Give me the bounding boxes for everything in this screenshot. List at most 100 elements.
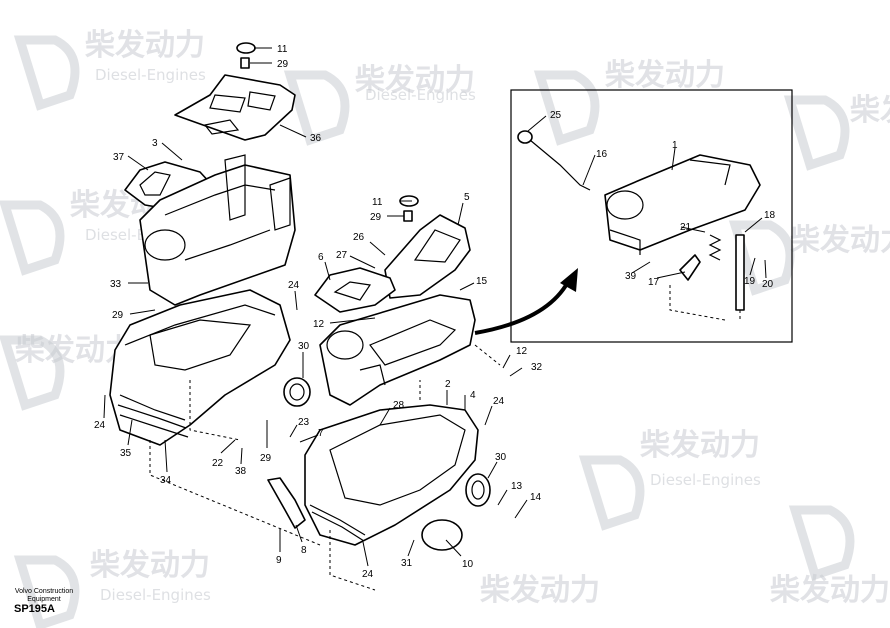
watermark-logo: [13, 555, 80, 628]
watermark-brand: 柴发动力: [850, 93, 890, 128]
console-cover-5: [384, 214, 471, 299]
guide-line: [474, 344, 501, 366]
clamp-ring-30: [465, 473, 491, 507]
callout-1: 1: [672, 140, 678, 151]
left-lower-panel-35: [109, 289, 291, 446]
gas-spring-18: [735, 234, 745, 311]
control-lever-25: [517, 130, 591, 191]
callout-29: 29: [112, 310, 124, 321]
callout-2: 2: [445, 379, 451, 390]
callout-32: 32: [531, 362, 543, 373]
callout-39: 39: [625, 271, 637, 282]
callout-28: 28: [393, 400, 405, 411]
figure-code: SP195A: [14, 603, 55, 615]
guide-line: [669, 285, 726, 321]
detail-inset-frame: [510, 89, 793, 343]
callout-22: 22: [212, 458, 224, 469]
callout-11: 11: [277, 44, 288, 55]
bolt-29: [403, 210, 413, 222]
callout-11: 11: [372, 197, 383, 208]
callout-24: 24: [493, 396, 505, 407]
callout-24: 24: [288, 280, 300, 291]
callout-20: 20: [762, 279, 774, 290]
watermark-logo: [0, 200, 65, 276]
right-console-frame: [319, 294, 476, 406]
callout-27: 27: [336, 250, 348, 261]
callout-25: 25: [550, 110, 562, 121]
top-cover-36: [174, 74, 296, 141]
bracket-17: [679, 254, 701, 281]
callout-5: 5: [464, 192, 470, 203]
watermark-logo: [13, 35, 80, 111]
watermark-brand: 柴发动力: [355, 63, 475, 98]
bracket-8: [267, 477, 306, 529]
callout-8: 8: [301, 545, 307, 556]
footer-brand-line2: Equipment: [27, 596, 61, 603]
callout-19: 19: [744, 276, 756, 287]
callout-30: 30: [298, 341, 310, 352]
clamp-ring-30: [283, 377, 311, 407]
right-lower-panel-2: [304, 404, 479, 546]
callout-34: 34: [160, 475, 172, 486]
watermark-logo: [578, 455, 645, 531]
callout-33: 33: [110, 279, 122, 290]
callout-29: 29: [277, 59, 289, 70]
watermark-brand: 柴发动力: [90, 548, 210, 583]
watermark-logo: [788, 505, 855, 581]
callout-31: 31: [401, 558, 413, 569]
left-console-body-33: [139, 154, 296, 306]
callout-36: 36: [310, 133, 322, 144]
armrest-pad-6: [314, 267, 396, 313]
callout-23: 23: [298, 417, 310, 428]
footer-brand: Volvo Construction Equipment: [4, 588, 84, 604]
watermark-layer: 柴发动力 Diesel-Engines 柴发动力 Diesel-Engines …: [0, 28, 890, 628]
callout-16: 16: [596, 149, 608, 160]
bolt-29: [240, 57, 250, 69]
watermark-logo: [0, 335, 65, 411]
watermark-logo: [283, 70, 350, 146]
guide-line: [189, 380, 241, 441]
guide-line: [329, 530, 376, 591]
leader-lines: [103, 47, 767, 567]
callout-18: 18: [764, 210, 776, 221]
callout-3: 3: [152, 138, 158, 149]
watermark-brand: 柴发动力: [480, 573, 600, 608]
callout-4: 4: [470, 390, 476, 401]
callout-labels: 11 29 36 3 37 33 29 24 24 35 34 22 38 29…: [94, 44, 776, 580]
callout-9: 9: [276, 555, 282, 566]
callout-17: 17: [648, 277, 660, 288]
watermark-brand: 柴发动力: [85, 28, 205, 63]
callout-24: 24: [94, 420, 106, 431]
spring-21: [708, 234, 722, 261]
callout-13: 13: [511, 481, 523, 492]
callout-29: 29: [260, 453, 272, 464]
guide-line: [149, 440, 321, 546]
callout-7: 7: [318, 428, 324, 439]
watermark-logo: [783, 95, 850, 171]
watermark-brand: 柴发动力: [770, 573, 890, 608]
callout-14: 14: [530, 492, 542, 503]
footer-brand-line1: Volvo Construction: [14, 588, 74, 595]
callout-12: 12: [313, 319, 325, 330]
callout-37: 37: [113, 152, 125, 163]
callout-15: 15: [476, 276, 488, 287]
callout-30: 30: [495, 452, 507, 463]
watermark-brand: 柴发动力: [640, 428, 760, 463]
callout-6: 6: [318, 252, 324, 263]
knob-cap-11: [236, 42, 256, 54]
watermark-sub: Diesel-Engines: [650, 471, 761, 489]
callout-21: 21: [680, 222, 692, 233]
detail-pointer-arrow: [474, 268, 578, 335]
watermark-sub: Diesel-Engines: [95, 66, 206, 84]
callout-29: 29: [370, 212, 382, 223]
watermark-sub: Diesel-Engines: [100, 586, 211, 604]
watermark-sub: Diesel-Engines: [365, 86, 476, 104]
watermark-brand: 柴发动力: [605, 58, 725, 93]
watermark-logo: [728, 220, 795, 296]
oval-cover-10: [421, 519, 463, 551]
watermark-brand: 柴发动力: [790, 223, 890, 258]
callout-12: 12: [516, 346, 528, 357]
callout-10: 10: [462, 559, 474, 570]
detail-console-frame-1: [604, 154, 761, 255]
